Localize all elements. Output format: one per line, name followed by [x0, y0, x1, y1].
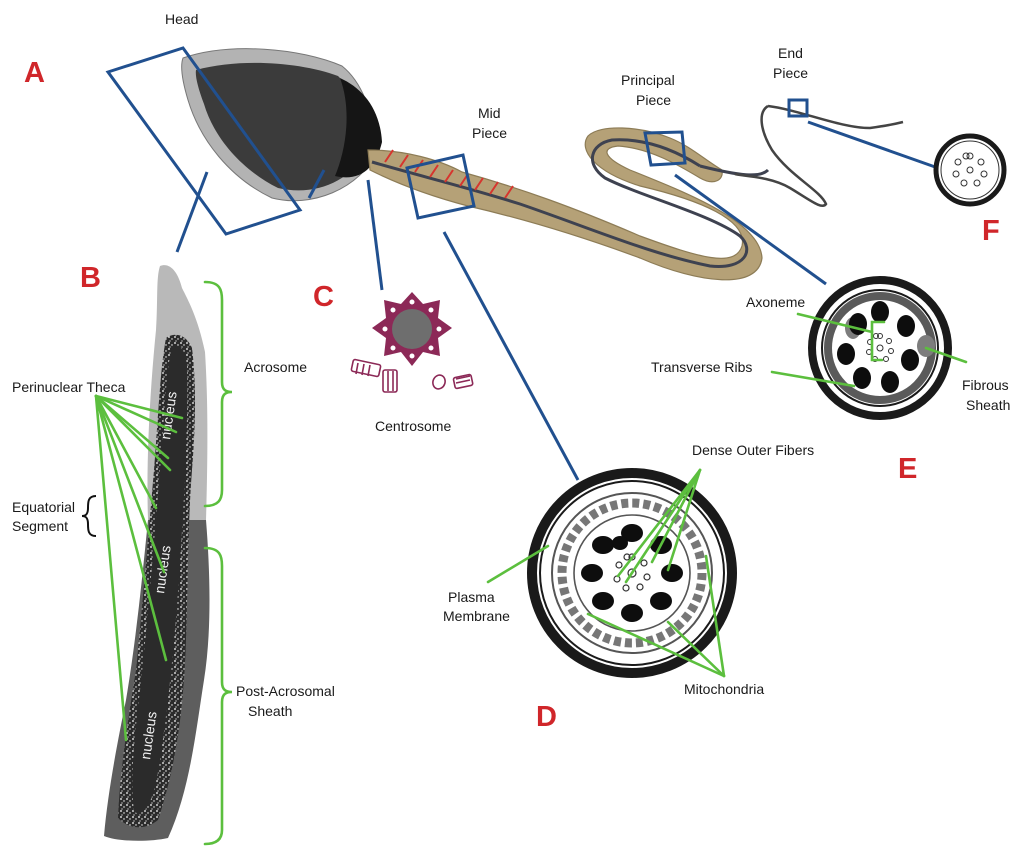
fibrous-sheath-label-line-1: Fibrous	[962, 377, 1009, 393]
dense-outer-fibers-label: Dense Outer Fibers	[692, 442, 814, 458]
sperm-tail	[368, 106, 903, 280]
equatorial-segment-bracket	[82, 496, 96, 536]
mitochondria-label: Mitochondria	[684, 681, 764, 697]
end-piece-label-line-1: End	[778, 45, 803, 61]
plasma-membrane-label-line-1: Plasma	[448, 589, 495, 605]
axoneme-label: Axoneme	[746, 294, 805, 310]
centrosome-illustration	[351, 292, 473, 392]
panel-letter-f: F	[982, 215, 1000, 247]
panel-letter-b: B	[80, 262, 101, 294]
acrosome-bracket	[205, 282, 232, 506]
plasma-membrane-label-line-2: Membrane	[443, 608, 510, 624]
sperm-head	[182, 49, 382, 201]
equatorial-segment-label-line-1: Equatorial	[12, 499, 75, 515]
centrosome-label: Centrosome	[375, 418, 451, 434]
fibrous-sheath-label-line-2: Sheath	[966, 397, 1010, 413]
panel-letter-c: C	[313, 281, 334, 313]
panel-letter-a: A	[24, 57, 45, 89]
perinuclear-theca-label: Perinuclear Theca	[12, 379, 126, 395]
post-acrosomal-sheath-label-line-1: Post-Acrosomal	[236, 683, 335, 699]
principal-piece-label-line-1: Principal	[621, 72, 675, 88]
end-piece-cross-section	[936, 136, 1004, 204]
acrosome-label: Acrosome	[244, 359, 307, 375]
mid-piece-label-line-2: Piece	[472, 125, 507, 141]
panel-letter-d: D	[536, 701, 557, 733]
principal-piece-label-line-2: Piece	[636, 92, 671, 108]
transverse-ribs-label: Transverse Ribs	[651, 359, 752, 375]
head-label: Head	[165, 11, 198, 27]
equatorial-segment-label-line-2: Segment	[12, 518, 68, 534]
end-piece-label-line-2: Piece	[773, 65, 808, 81]
panel-letter-e: E	[898, 453, 917, 485]
mid-piece-label-line-1: Mid	[478, 105, 501, 121]
post-acrosomal-sheath-label-line-2: Sheath	[248, 703, 292, 719]
